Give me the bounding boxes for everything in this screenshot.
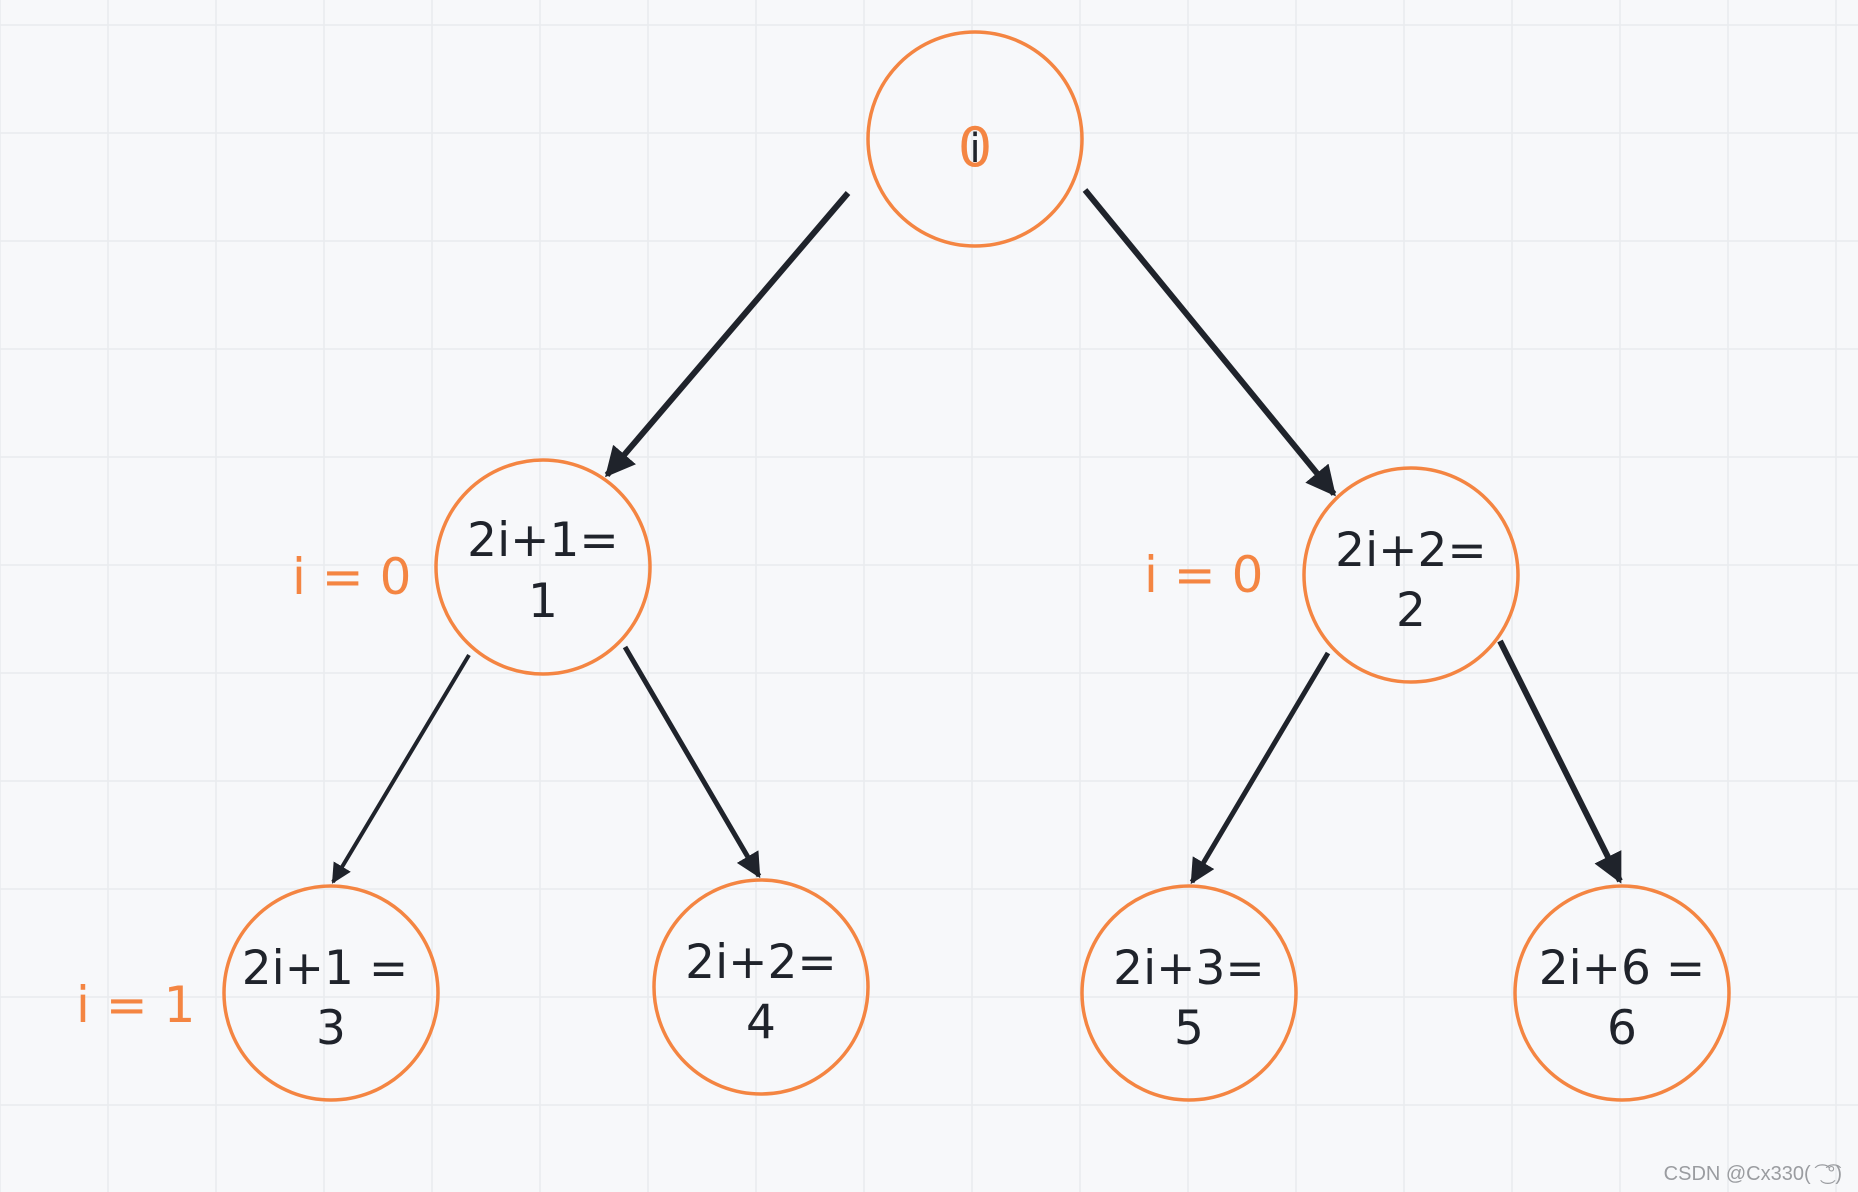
node-circle (866, 30, 1084, 248)
tree-node-3: 2i+1 = 3 (222, 884, 440, 1102)
node-circle (1513, 884, 1731, 1102)
tree-node-5: 2i+3= 5 (1080, 884, 1298, 1102)
node-value: 2 (1396, 583, 1426, 638)
tree-node-6: 2i+6 = 6 (1513, 884, 1731, 1102)
node-circle (1302, 466, 1520, 684)
node-circle (434, 458, 652, 676)
node-value: 3 (316, 1001, 346, 1056)
watermark: CSDN @Cx330( ͡ ͜ ͡°) (1664, 1163, 1842, 1185)
edge-node-2-to-node-5 (1189, 651, 1331, 885)
node-value: 4 (746, 995, 776, 1050)
edge-node-1-to-node-3 (331, 653, 471, 884)
tree-node-1: 2i+1= 1 (434, 458, 652, 676)
edge-root-to-node-1 (604, 191, 851, 478)
edge-root-to-node-2 (1082, 188, 1337, 497)
node-formula: 2i+2= (685, 935, 837, 990)
node-circle (222, 884, 440, 1102)
node-value: 5 (1174, 1001, 1204, 1056)
tree-node-root: 0 i (866, 30, 1084, 248)
tree-node-4: 2i+2= 4 (652, 878, 870, 1096)
node-formula: 2i+1 = (242, 941, 409, 996)
node-circle (652, 878, 870, 1096)
edge-node-1-to-node-4 (622, 645, 762, 879)
root-value: 0 (958, 116, 992, 179)
side-label-right-level-1: i = 0 (1144, 546, 1263, 604)
tree-edges (331, 188, 1623, 885)
node-value: 6 (1607, 1001, 1637, 1056)
side-label-level-2: i = 1 (76, 976, 195, 1034)
node-circle (1080, 884, 1298, 1102)
node-formula: 2i+3= (1113, 941, 1265, 996)
root-index-glyph: i (969, 126, 980, 172)
node-value: 1 (528, 574, 558, 629)
node-formula: 2i+2= (1335, 523, 1487, 578)
side-label-left-level-1: i = 0 (292, 548, 411, 606)
edge-node-2-to-node-6 (1497, 639, 1623, 884)
node-formula: 2i+1= (467, 513, 619, 568)
node-formula: 2i+6 = (1539, 941, 1706, 996)
tree-node-2: 2i+2= 2 (1302, 466, 1520, 684)
